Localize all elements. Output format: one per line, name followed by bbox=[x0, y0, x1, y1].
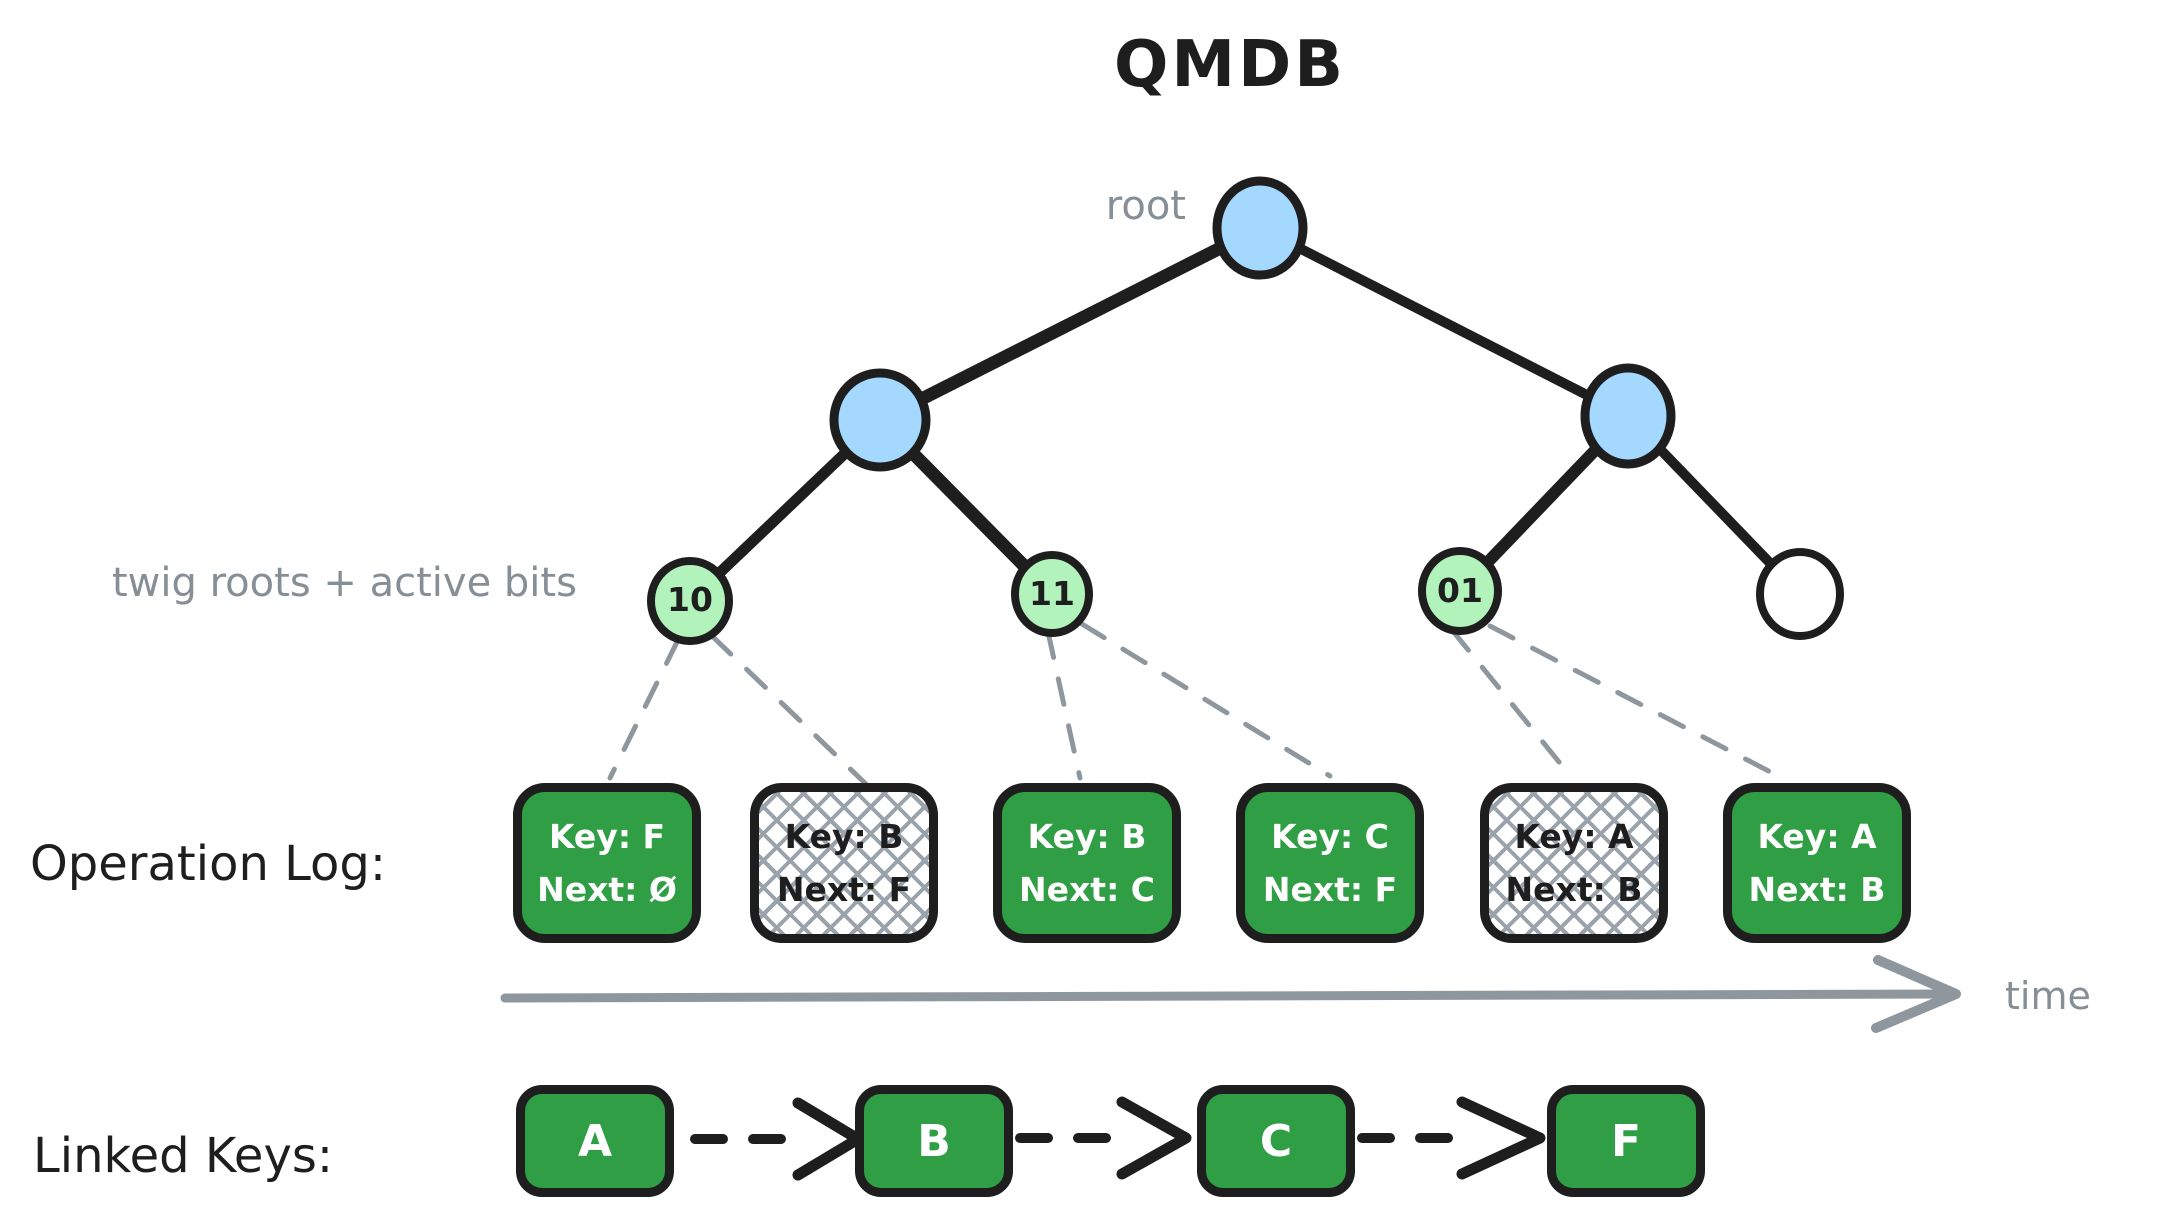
linked-key-letter: A bbox=[577, 1115, 613, 1167]
arrow-b-c-head bbox=[1116, 1096, 1192, 1180]
op-log-entry: Key: C Next: F bbox=[1236, 783, 1424, 943]
link-01-entry5 bbox=[1449, 627, 1575, 781]
internal-node-left bbox=[829, 368, 931, 472]
link-01-entry6 bbox=[1487, 623, 1785, 781]
time-arrow-head bbox=[1871, 955, 1961, 1033]
twig-10-label: 10 bbox=[667, 580, 713, 619]
root-label: root bbox=[1105, 183, 1186, 229]
diagram-title: QMDB bbox=[1114, 28, 1346, 102]
op-log-entry: Key: A Next: B bbox=[1723, 783, 1911, 943]
op-log-entry: Key: A Next: B bbox=[1480, 783, 1668, 943]
link-11-entry4 bbox=[1079, 621, 1333, 779]
op-key: Key: B bbox=[784, 817, 904, 856]
twig-node-01 bbox=[1418, 547, 1502, 635]
twig-01-label: 01 bbox=[1437, 571, 1483, 610]
twig-11-label: 11 bbox=[1029, 574, 1075, 613]
link-10-entry1 bbox=[607, 637, 681, 781]
linked-key-box: F bbox=[1547, 1085, 1705, 1197]
twig-node-10 bbox=[647, 557, 733, 645]
op-log-entry: Key: B Next: C bbox=[993, 783, 1181, 943]
twig-roots-label: twig roots + active bits bbox=[112, 560, 577, 606]
op-log-entry: Key: B Next: F bbox=[750, 783, 938, 943]
linked-key-letter: B bbox=[917, 1115, 951, 1167]
op-next: Next: B bbox=[1748, 870, 1886, 909]
time-label: time bbox=[2005, 974, 2091, 1018]
linked-key-letter: C bbox=[1259, 1115, 1293, 1167]
op-next: Next: Ø bbox=[537, 870, 677, 909]
op-next: Next: C bbox=[1019, 870, 1155, 909]
arrow-a-b-head bbox=[792, 1097, 864, 1181]
op-next: Next: F bbox=[1262, 870, 1398, 909]
twig-node-11 bbox=[1011, 551, 1093, 637]
op-next: Next: B bbox=[1505, 870, 1643, 909]
linked-keys-label: Linked Keys: bbox=[33, 1128, 334, 1184]
linked-key-arrows bbox=[690, 1096, 1546, 1181]
op-key: Key: B bbox=[1027, 817, 1147, 856]
op-key: Key: C bbox=[1271, 817, 1389, 856]
op-log-entry: Key: F Next: Ø bbox=[513, 783, 701, 943]
op-next: Next: F bbox=[776, 870, 912, 909]
linked-key-box: C bbox=[1197, 1085, 1355, 1197]
op-key: Key: A bbox=[1757, 817, 1877, 856]
time-arrow-shaft bbox=[500, 989, 1953, 1003]
op-key: Key: F bbox=[548, 817, 666, 856]
op-key: Key: A bbox=[1514, 817, 1634, 856]
time-arrow bbox=[500, 955, 1961, 1033]
operation-log-label: Operation Log: bbox=[30, 836, 387, 892]
tree-nodes bbox=[647, 176, 1844, 645]
linked-key-letter: F bbox=[1610, 1115, 1642, 1167]
edge-root-right bbox=[1255, 223, 1633, 421]
root-node bbox=[1212, 176, 1308, 280]
edge-root-left bbox=[873, 221, 1267, 427]
twig-to-log-links bbox=[607, 621, 1785, 789]
linked-key-box: B bbox=[855, 1085, 1013, 1197]
linked-key-box: A bbox=[516, 1085, 674, 1197]
twig-node-empty bbox=[1756, 548, 1844, 640]
internal-node-right bbox=[1580, 363, 1676, 469]
link-10-entry2 bbox=[709, 633, 871, 789]
link-11-entry3 bbox=[1045, 629, 1083, 781]
arrow-c-f-head bbox=[1456, 1096, 1546, 1180]
